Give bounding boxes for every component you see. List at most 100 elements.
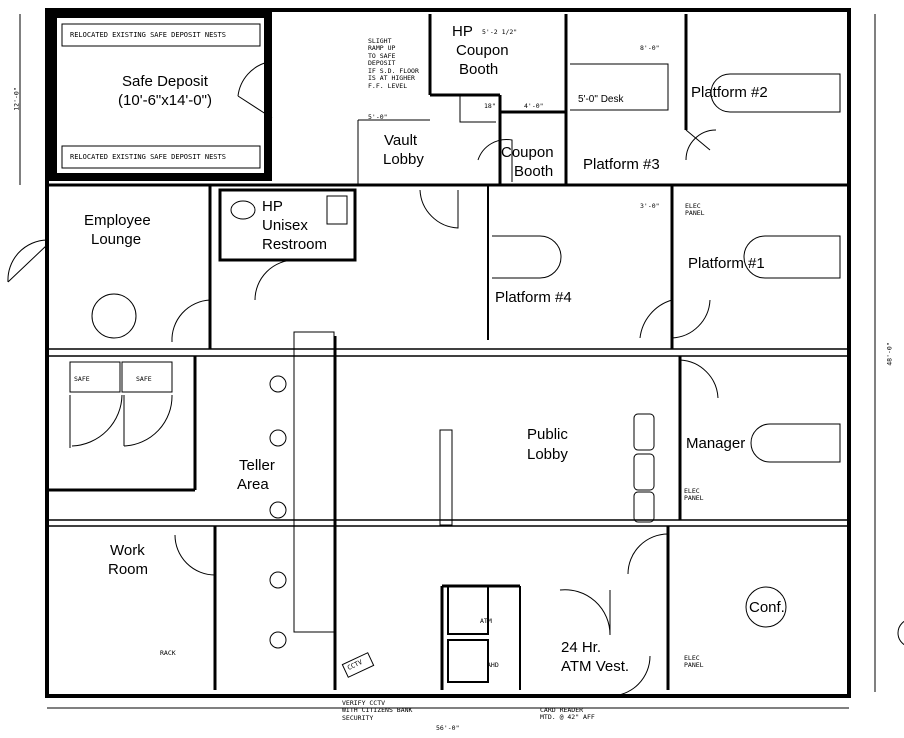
room-restroom-3: Restroom bbox=[262, 236, 328, 253]
manager-desk bbox=[750, 423, 841, 463]
coupon-booth-door bbox=[477, 139, 513, 182]
dim-8ft: 8'-0" bbox=[640, 44, 660, 52]
toilet bbox=[230, 200, 256, 220]
card-reader-line2: MTD. @ 42" AFF bbox=[540, 713, 595, 722]
cctv-note-line1: VERIFY CCTV bbox=[342, 699, 386, 707]
safe-label-1: SAFE bbox=[74, 375, 90, 383]
room-platform-1: Platform #1 bbox=[688, 255, 765, 272]
room-coupon-booth-1: Coupon bbox=[501, 144, 554, 161]
room-restroom-2: Unisex bbox=[262, 217, 308, 234]
atm-door bbox=[559, 589, 611, 636]
work-room-door bbox=[174, 534, 216, 576]
safe-label-2: SAFE bbox=[136, 375, 152, 383]
elec-panel-1-line1: ELEC bbox=[685, 202, 701, 210]
safe-deposit-nest-bottom bbox=[61, 145, 261, 169]
room-employee-lounge-2: Lounge bbox=[91, 231, 142, 248]
nest-note-top: RELOCATED EXISTING SAFE DEPOSIT NESTS bbox=[70, 31, 226, 39]
elec-panel-3: ELEC PANEL bbox=[684, 654, 704, 670]
room-hp-coupon-2: Coupon bbox=[456, 42, 509, 59]
lobby-kiosk bbox=[439, 429, 453, 526]
ramp-note-line-4: DEPOSIT bbox=[368, 59, 396, 68]
lobby-chair-1 bbox=[633, 413, 655, 451]
elec-panel-3-line1: ELEC bbox=[684, 654, 700, 662]
dim-48ft: 48'-0" bbox=[885, 342, 894, 366]
card-reader-note: CARD READER MTD. @ 42" AFF bbox=[540, 706, 595, 722]
hp-coupon-door bbox=[459, 95, 496, 123]
nest-note-bottom: RELOCATED EXISTING SAFE DEPOSIT NESTS bbox=[70, 153, 226, 161]
platform3-door bbox=[685, 129, 717, 161]
lounge-exterior-door bbox=[7, 239, 48, 283]
sink bbox=[326, 195, 348, 225]
ramp-note-line-2: RAMP UP bbox=[368, 44, 396, 53]
card-reader-line1: CARD READER bbox=[540, 706, 584, 714]
safe-deposit-door bbox=[237, 61, 273, 119]
safe-deposit-wall bbox=[49, 10, 272, 181]
room-safe-deposit-name: Safe Deposit bbox=[122, 73, 208, 90]
room-work-room-2: Room bbox=[108, 561, 149, 578]
teller-chair-2 bbox=[269, 429, 287, 447]
dim-3ft: 3'-0" bbox=[640, 202, 660, 210]
platform2-desk bbox=[710, 73, 841, 113]
room-platform-2: Platform #2 bbox=[691, 84, 768, 101]
dim-18in: 18" bbox=[484, 102, 496, 110]
manager-door bbox=[679, 359, 719, 399]
cctv-note: VERIFY CCTV WITH CITIZENS BANK SECURITY bbox=[342, 699, 412, 722]
teller-chair-3 bbox=[269, 501, 287, 519]
room-hp-coupon-3: Booth bbox=[459, 61, 499, 78]
room-conf: Conf. bbox=[749, 599, 785, 616]
safe-1 bbox=[69, 361, 121, 393]
conf-table bbox=[745, 586, 787, 628]
safe-deposit-nest-top bbox=[61, 23, 261, 47]
elec-panel-1: ELEC PANEL bbox=[685, 202, 705, 218]
room-employee-lounge-1: Employee bbox=[84, 212, 151, 229]
desk-label: 5'-0" Desk bbox=[578, 94, 624, 105]
elec-panel-3-line2: PANEL bbox=[684, 661, 704, 670]
lobby-chair-2 bbox=[633, 453, 655, 491]
elec-panel-2: ELEC PANEL bbox=[684, 487, 704, 503]
room-atm-vest-1: 24 Hr. bbox=[561, 639, 602, 656]
room-vault-lobby-1: Vault bbox=[384, 132, 418, 149]
restroom-door bbox=[254, 259, 296, 301]
room-manager: Manager bbox=[686, 435, 746, 452]
teller-chair-4 bbox=[269, 571, 287, 589]
cctv-tag-box bbox=[341, 652, 375, 678]
atm-unit-1 bbox=[447, 585, 489, 635]
restroom-wall bbox=[218, 188, 357, 262]
safe-2 bbox=[121, 361, 173, 393]
ramp-note-line-1: SLIGHT bbox=[368, 37, 392, 45]
lounge-door bbox=[171, 299, 211, 343]
teller-chair-5 bbox=[269, 631, 287, 649]
ramp-note-line-3: TO SAFE bbox=[368, 51, 396, 60]
north-arrow bbox=[897, 620, 904, 646]
safe-doors bbox=[69, 394, 173, 448]
ramp-note-line-6: IS AT HIGHER bbox=[368, 74, 415, 83]
vault-door bbox=[419, 189, 459, 229]
room-work-room-1: Work bbox=[110, 542, 145, 559]
platform4-door bbox=[639, 299, 711, 339]
dim-5ft-2: 5'-2 1/2" bbox=[482, 28, 518, 36]
room-atm-vest-2: ATM Vest. bbox=[561, 658, 630, 675]
ahd-label: AHD bbox=[487, 661, 499, 669]
dim-4ft: 4'-0" bbox=[524, 102, 544, 110]
room-vault-lobby-2: Lobby bbox=[383, 151, 424, 168]
platform4-desk bbox=[492, 235, 562, 279]
room-platform-3: Platform #3 bbox=[583, 156, 660, 173]
atm-exterior-door bbox=[609, 655, 651, 697]
elec-panel-2-line2: PANEL bbox=[684, 494, 704, 503]
room-coupon-booth-2: Booth bbox=[514, 163, 554, 180]
room-platform-4: Platform #4 bbox=[495, 289, 572, 306]
ramp-note-line-5: IF S.D. FLOOR bbox=[368, 66, 419, 75]
room-safe-deposit-size: (10'-6"x14'-0") bbox=[118, 92, 212, 109]
room-public-lobby-1: Public bbox=[527, 426, 568, 443]
teller-counter bbox=[293, 331, 335, 633]
room-hp-coupon-1: HP bbox=[452, 23, 473, 40]
elec-panel-2-line1: ELEC bbox=[684, 487, 700, 495]
ramp-note: SLIGHT RAMP UP TO SAFE DEPOSIT IF S.D. F… bbox=[368, 37, 419, 90]
platform1-desk bbox=[743, 235, 841, 279]
ramp-note-line-7: F.F. LEVEL bbox=[368, 81, 408, 90]
room-teller-area-1: Teller bbox=[239, 457, 275, 474]
room-public-lobby-2: Lobby bbox=[527, 446, 568, 463]
exterior-wall bbox=[45, 8, 851, 698]
lobby-chair-3 bbox=[633, 491, 655, 523]
